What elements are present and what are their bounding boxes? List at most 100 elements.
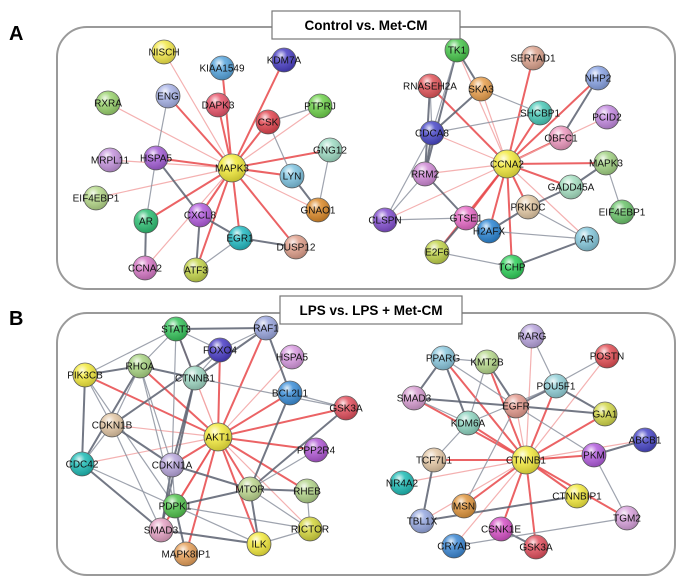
edge-h2afx-ar [488,230,588,240]
node-e2f6[interactable]: E2F6 [424,239,450,265]
node-sertad1-label: SERTAD1 [510,54,556,65]
node-kdm7a[interactable]: KDM7A [267,47,302,73]
node-prkdc[interactable]: PRKDC [510,194,546,220]
node-csnk1e[interactable]: CSNK1E [481,516,521,542]
node-foxo4[interactable]: FOXO4 [203,337,237,363]
node-cdkn1a[interactable]: CDKN1A [152,452,193,478]
edge-ccna2-tk1 [456,49,508,165]
node-tcf7l1[interactable]: TCF7L1 [416,447,453,473]
node-gja1[interactable]: GJA1 [592,401,618,427]
node-ppp2r4[interactable]: PPP2R4 [297,437,336,463]
node-dapk3[interactable]: DAPK3 [202,92,235,118]
node-gng12[interactable]: GNG12 [313,137,347,163]
node-pik3cb[interactable]: PIK3CB [67,362,103,388]
node-gsk3a[interactable]: GSK3A [519,534,553,560]
node-akt1[interactable]: AKT1 [203,422,233,452]
node-clspn[interactable]: CLSPN [368,207,402,233]
node-gnao1[interactable]: GNAO1 [300,197,336,223]
node-pou5f1[interactable]: POU5F1 [537,373,576,399]
node-tk1[interactable]: TK1 [444,37,470,63]
node-mtor[interactable]: MTOR [235,476,265,502]
node-postn[interactable]: POSTN [590,343,624,369]
node-gtse1[interactable]: GTSE1 [450,205,483,231]
node-egr1[interactable]: EGR1 [226,225,254,251]
node-ar[interactable]: AR [133,208,159,234]
node-mapk3-gloss [218,154,246,182]
node-ilk[interactable]: ILK [246,531,272,557]
node-msn[interactable]: MSN [451,493,477,519]
edge-mapk3-ptprj [231,105,321,169]
node-dusp12[interactable]: DUSP12 [277,234,316,260]
node-eif4ebp1[interactable]: EIF4EBP1 [73,185,120,211]
node-csk-label: CSK [258,118,279,129]
node-mapk8ip1[interactable]: MAPK8IP1 [162,541,211,567]
node-h2afx[interactable]: H2AFX [473,218,506,244]
node-kdm6a[interactable]: KDM6A [451,410,486,436]
node-csk[interactable]: CSK [255,109,281,135]
edge-e2f6-tchp [436,251,513,268]
node-raf1[interactable]: RAF1 [253,315,279,341]
node-hspa5[interactable]: HSPA5 [140,145,172,171]
node-gadd45a[interactable]: GADD45A [548,174,595,200]
node-rnaseh2a[interactable]: RNASEH2A [403,73,457,99]
node-hspa5[interactable]: HSPA5 [276,344,308,370]
node-mrpl11[interactable]: MRPL11 [91,147,130,173]
node-cdca8[interactable]: CDCA8 [415,120,449,146]
node-mapk3[interactable]: MAPK3 [589,150,623,176]
edge-mapk3-kiaa1549 [221,67,233,169]
node-ctnnbip1[interactable]: CTNNBIP1 [552,483,602,509]
node-pparg[interactable]: PPARG [426,345,460,371]
node-stat3[interactable]: STAT3 [161,316,191,342]
node-shcbp1[interactable]: SHCBP1 [520,100,560,126]
node-cdc42[interactable]: CDC42 [66,451,99,477]
node-lyn[interactable]: LYN [279,163,305,189]
node-ppp2r4-label: PPP2R4 [297,446,336,457]
node-pkm[interactable]: PKM [581,442,607,468]
node-abcb1[interactable]: ABCB1 [629,427,662,453]
node-cdc42-gloss [70,452,94,476]
node-cdkn1b[interactable]: CDKN1B [92,412,133,438]
node-tbl1x[interactable]: TBL1X [407,508,438,534]
node-kmt2b[interactable]: KMT2B [470,349,504,375]
node-atf3[interactable]: ATF3 [183,257,209,283]
node-ctnnbip1-gloss [565,484,589,508]
node-kiaa1549[interactable]: KIAA1549 [199,55,245,81]
node-rictor[interactable]: RICTOR [291,516,329,542]
node-ccna2[interactable]: CCNA2 [490,149,524,179]
node-smad3[interactable]: SMAD3 [397,385,432,411]
node-sertad1[interactable]: SERTAD1 [510,45,556,71]
node-nhp2[interactable]: NHP2 [585,65,612,91]
node-ccna2[interactable]: CCNA2 [128,255,162,281]
node-tgm2[interactable]: TGM2 [613,505,641,531]
node-nr4a2[interactable]: NR4A2 [386,470,419,496]
node-nisch-gloss [152,40,176,64]
node-mapk3[interactable]: MAPK3 [215,153,249,183]
node-eng[interactable]: ENG [155,83,181,109]
node-eif4ebp1[interactable]: EIF4EBP1 [599,199,646,225]
node-ar[interactable]: AR [574,226,600,252]
node-pdpk1[interactable]: PDPK1 [159,493,192,519]
node-cryab[interactable]: CRYAB [437,533,471,559]
node-rxra[interactable]: RXRA [94,90,122,116]
node-pcid2[interactable]: PCID2 [592,104,622,130]
node-smad3[interactable]: SMAD3 [144,517,179,543]
node-gsk3a[interactable]: GSK3A [329,395,363,421]
node-rrm2[interactable]: RRM2 [411,161,440,187]
node-nisch[interactable]: NISCH [148,39,180,65]
node-egfr[interactable]: EGFR [502,393,530,419]
node-rarg[interactable]: RARG [518,323,547,349]
node-tchp[interactable]: TCHP [498,254,526,280]
node-cxcl8[interactable]: CXCL8 [184,202,217,228]
node-gsk3a-label: GSK3A [519,543,553,554]
node-obfc1[interactable]: OBFC1 [544,125,578,151]
node-ctnnb1[interactable]: CTNNB1 [506,445,546,475]
node-ctnnb1[interactable]: CTNNB1 [175,365,215,391]
node-ptprj[interactable]: PTPRJ [304,93,336,119]
node-rheb[interactable]: RHEB [293,478,321,504]
node-gsk3a-gloss [334,396,358,420]
node-rhoa[interactable]: RHOA [126,353,155,379]
node-ska3[interactable]: SKA3 [468,76,494,102]
node-bcl2l1[interactable]: BCL2L1 [272,380,309,406]
